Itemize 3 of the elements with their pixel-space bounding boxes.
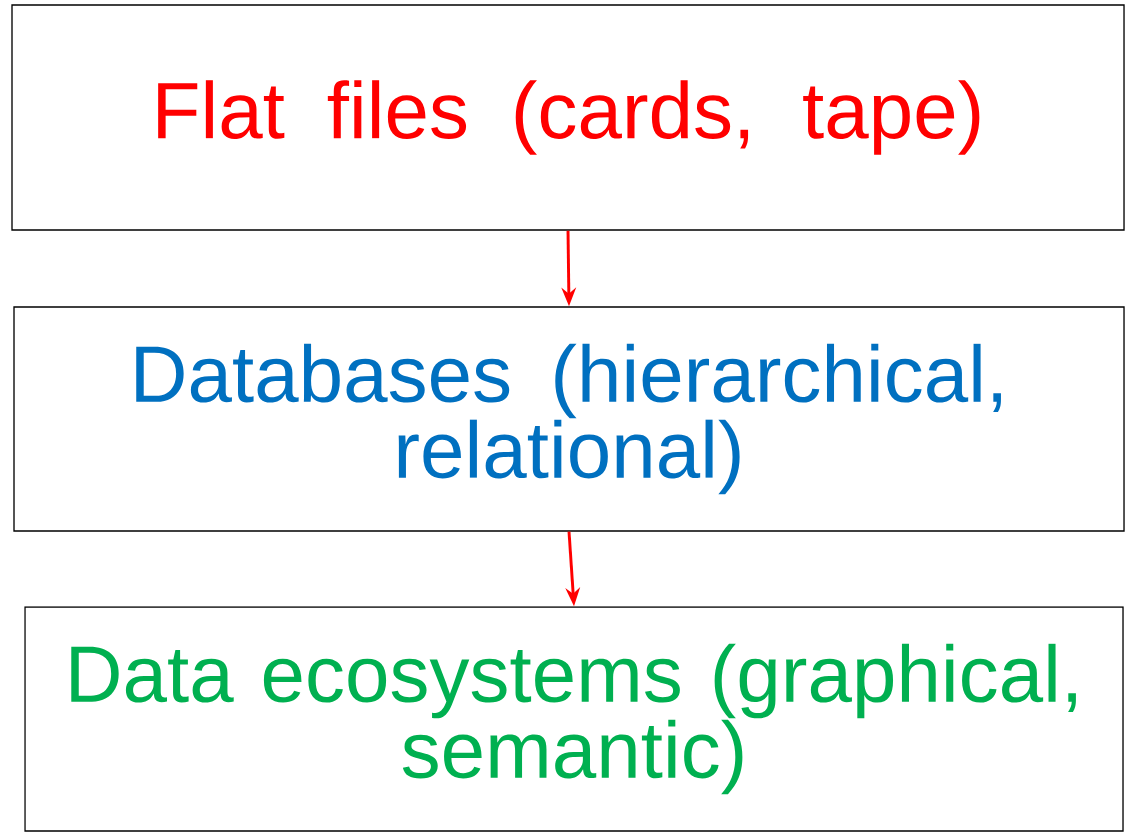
process-box: Databases (hierarchical, relational) <box>13 306 1125 532</box>
process-box: Flat files (cards, tape) <box>11 4 1125 231</box>
process-box: Data ecosystems (graphical, semantic) <box>24 606 1124 832</box>
